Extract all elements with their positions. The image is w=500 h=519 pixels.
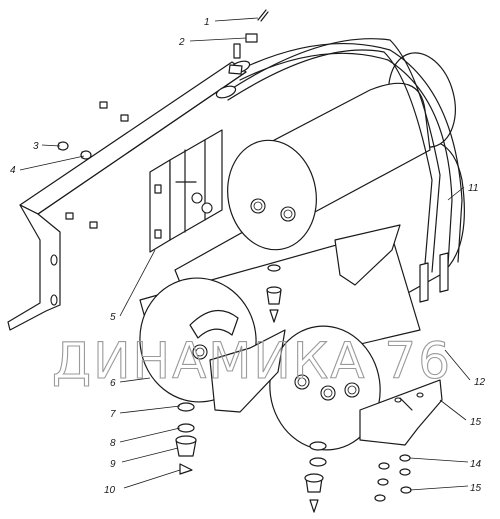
callout-labels: 1 2 3 4 5 6 7 8 9 10 11 12 14 15 15 (10, 17, 486, 496)
mounting-bracket-plate (7, 61, 247, 331)
saddle-brackets (209, 224, 401, 413)
callout-9: 9 (110, 459, 116, 470)
drain-valve-bottom (304, 441, 327, 513)
tension-straps (215, 38, 463, 303)
callout-8: 8 (110, 438, 116, 449)
drain-valve-left-stack (175, 402, 197, 475)
leader-lines (19, 17, 471, 491)
watermark-text: ДИНАМИКА 76 (52, 332, 452, 390)
top-fasteners (57, 9, 269, 160)
callout-7: 7 (110, 409, 116, 420)
callout-11: 11 (468, 183, 478, 194)
drain-valve-center (266, 264, 282, 323)
callout-15-upper: 15 (470, 417, 482, 428)
callout-12: 12 (474, 377, 486, 388)
vertical-support-bracket (149, 129, 223, 253)
bottom-mounting-bracket (359, 379, 443, 446)
callout-6: 6 (110, 378, 116, 389)
callout-14: 14 (470, 459, 482, 470)
callout-3: 3 (33, 141, 39, 152)
callout-5: 5 (110, 312, 116, 323)
callout-10: 10 (104, 485, 116, 496)
callout-2: 2 (178, 37, 185, 48)
callout-15-lower: 15 (470, 483, 482, 494)
nut-washer-group (374, 454, 412, 502)
callout-1: 1 (204, 17, 210, 28)
callout-4: 4 (10, 165, 16, 176)
upper-receiver-cylinder (227, 82, 431, 251)
lower-receiver-cylinder (269, 325, 381, 451)
